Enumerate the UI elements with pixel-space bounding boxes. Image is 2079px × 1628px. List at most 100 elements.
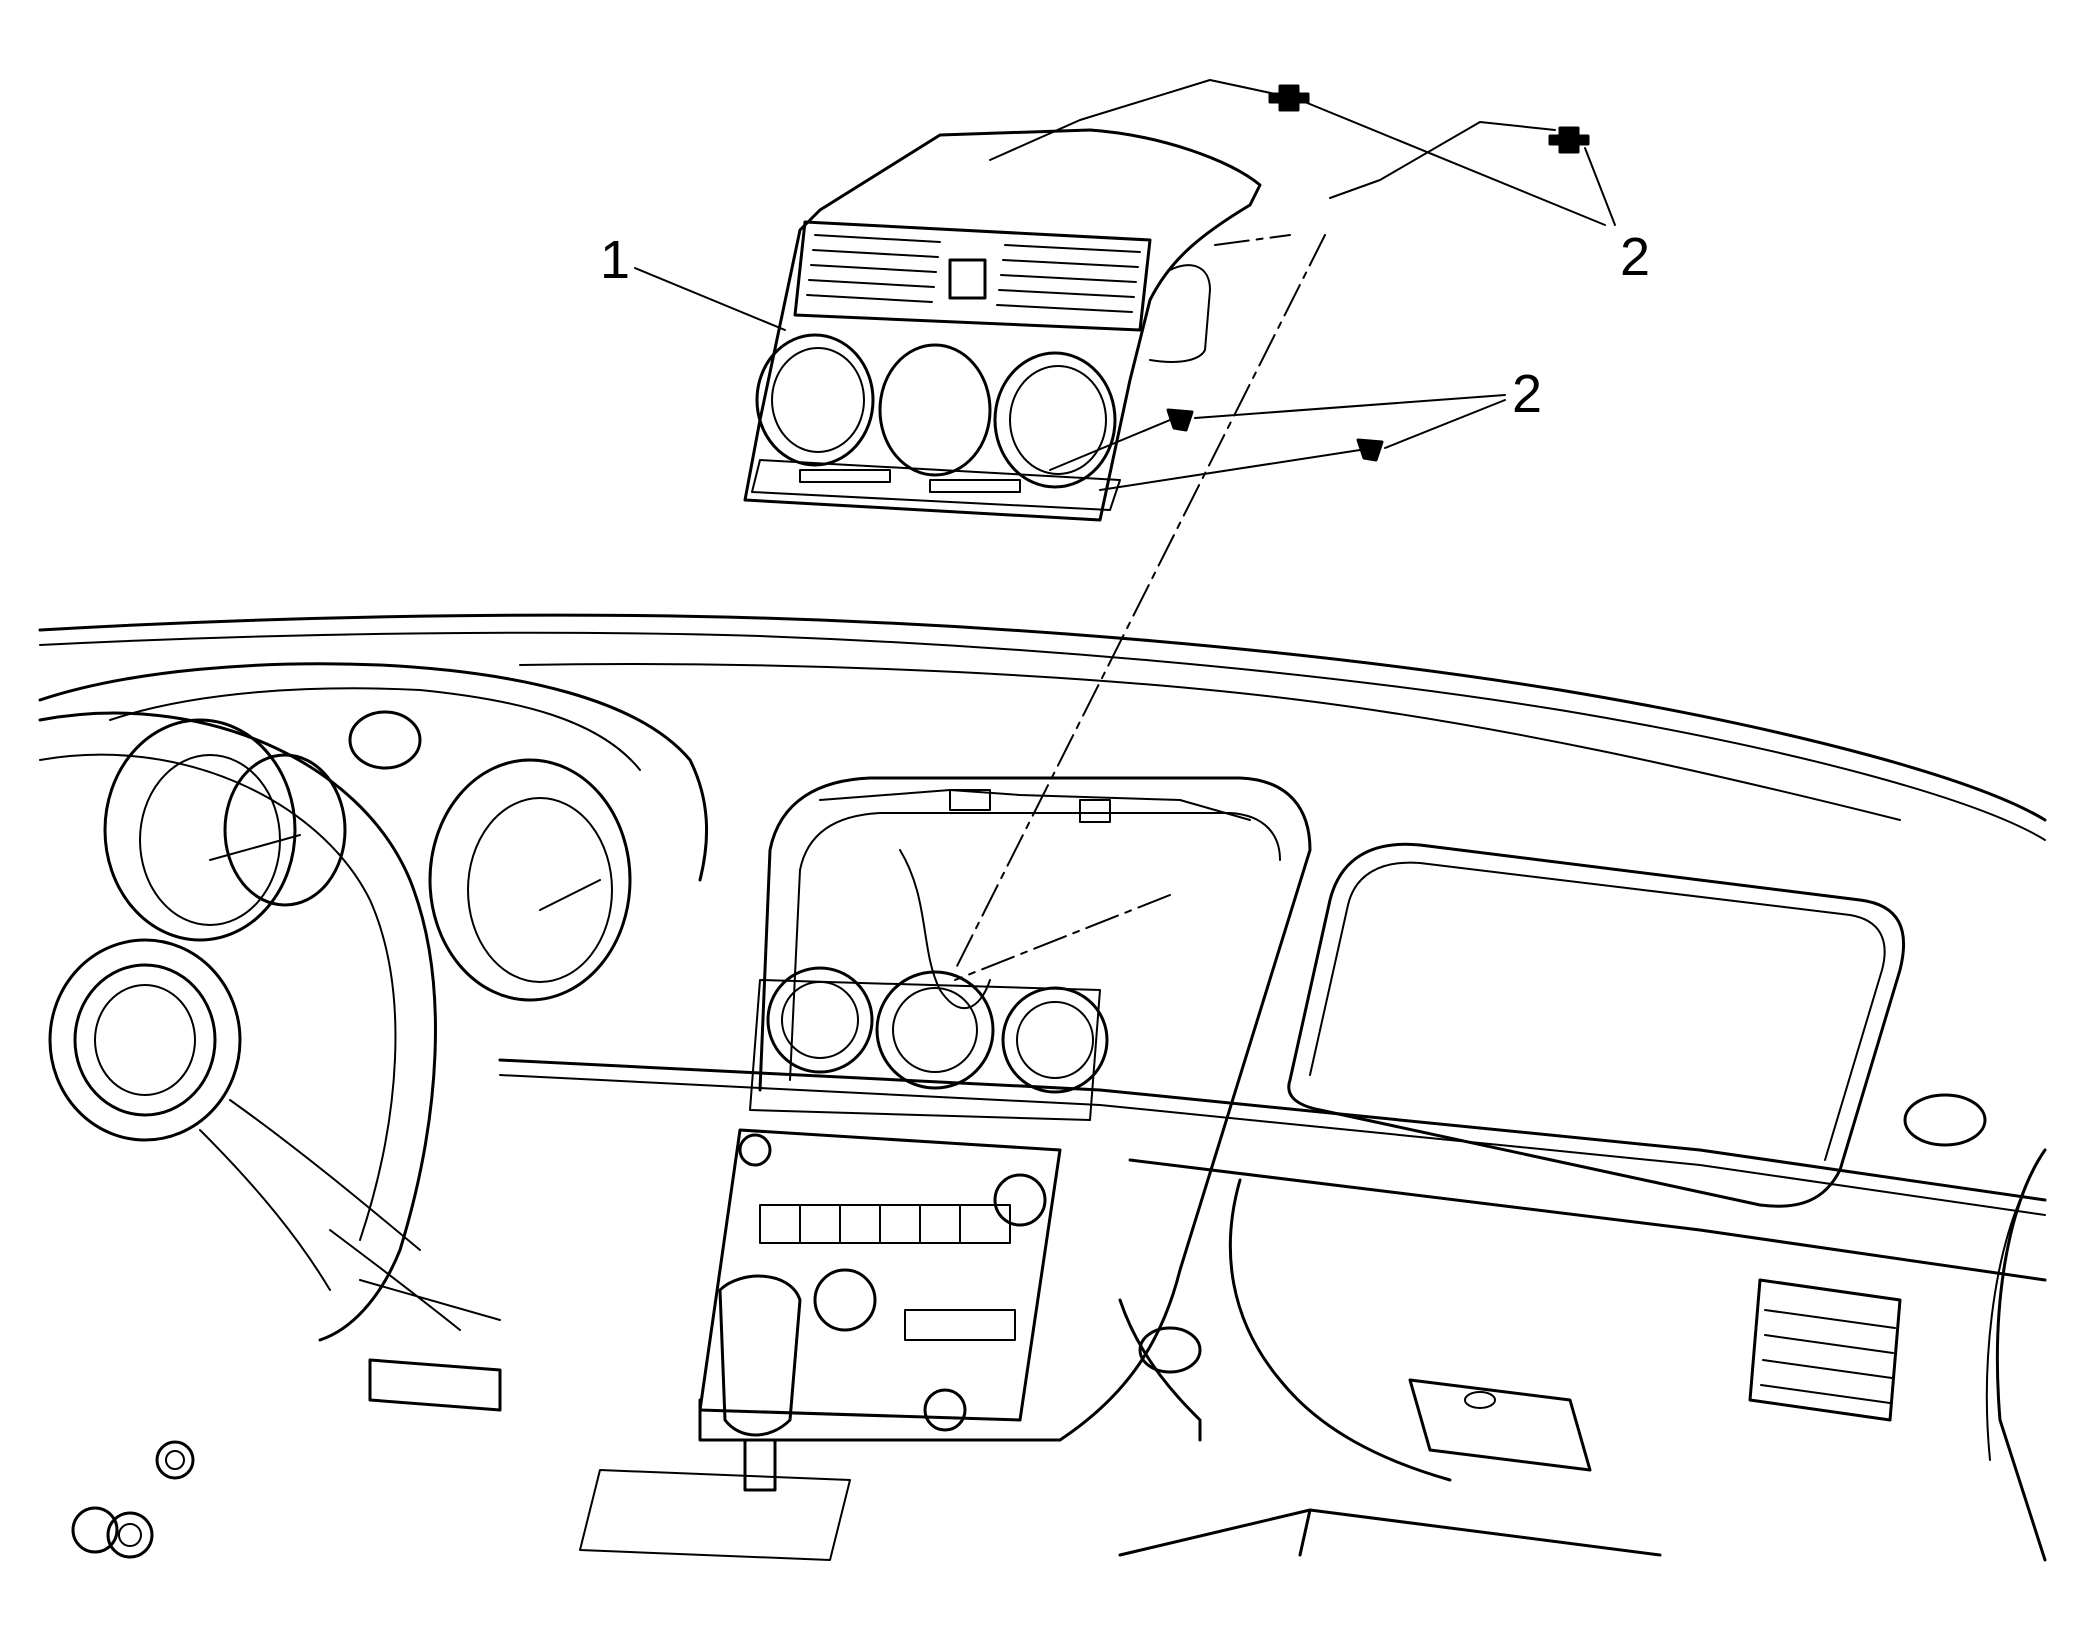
opening-clip-left [949, 789, 991, 811]
gauge-needle-left [209, 834, 301, 861]
gauge-right [428, 758, 632, 1002]
passenger-airbag-door [1287, 842, 1906, 1208]
radio-button-row [759, 1204, 1011, 1244]
leader-side-callout-b [1384, 399, 1506, 449]
dash-lower-curve [1228, 1178, 1452, 1482]
cluster-hood-inner [109, 687, 641, 771]
center-opening-top [819, 789, 1251, 821]
dash-top-edge [38, 613, 2047, 822]
center-stack-bezel-inner [789, 812, 1281, 1081]
left-floor-pedals [368, 1358, 502, 1412]
radio-button-bottom-row [904, 1309, 1016, 1341]
passenger-airbag-door-inner [1309, 861, 1886, 1161]
shifter-shaft [743, 1438, 777, 1492]
right-vent-slat-4 [1760, 1384, 1891, 1404]
leader-side-a [1049, 419, 1171, 471]
leader-lines [634, 79, 1616, 981]
right-vent-slat-2 [1764, 1334, 1894, 1354]
radio-tune-knob [923, 1388, 967, 1432]
instrument-panel [38, 613, 2047, 1562]
steering-wheel-rim [38, 711, 437, 1342]
right-side-vent [1748, 1278, 1902, 1422]
fasteners [1166, 84, 1590, 462]
radio-knob-left [738, 1133, 772, 1167]
radio-bezel [698, 1128, 1062, 1422]
screw-fastener-side-2 [1356, 438, 1384, 462]
bezel-lower-strip [751, 459, 1121, 511]
hvac-knob-center [875, 970, 995, 1090]
steering-column [329, 1229, 501, 1331]
bezel-top-hood [743, 128, 1262, 522]
steering-hub-mid [73, 963, 217, 1117]
dash-lower-seam [1128, 1158, 2047, 1282]
hvac-controls [749, 966, 1109, 1121]
screw-fastener-side-1 [1166, 408, 1194, 432]
loose-fastener-1 [155, 1440, 195, 1480]
clip-fastener-top-1 [1268, 84, 1310, 112]
loose-fastener-1-inner [165, 1450, 185, 1470]
bezel-label-right [929, 479, 1021, 493]
right-vent-slat-1 [1764, 1309, 1896, 1329]
hvac-knob-right [1001, 986, 1109, 1094]
bezel-vent-left-slats [806, 234, 941, 303]
knee-bolster [1118, 1298, 1202, 1442]
alignment-line-1 [954, 234, 1326, 971]
right-defrost-vent [1903, 1093, 1987, 1147]
leader-top-b [1329, 121, 1556, 199]
clip-fastener-top-2 [1548, 126, 1590, 154]
gauge-center [223, 753, 347, 907]
alignment-line-3 [1214, 234, 1291, 246]
cluster-hood [38, 662, 709, 882]
callout-part-1: 1 [600, 230, 630, 290]
part-1-center-bezel [743, 128, 1262, 522]
dash-defroster-line [519, 663, 1901, 821]
dash-top-edge-inner [39, 631, 2046, 841]
hazard-switch [948, 258, 987, 300]
dash-mid-seam-2 [499, 1074, 2046, 1216]
steering-hub-outer [48, 938, 242, 1142]
leader-top-callout-b [1584, 147, 1616, 226]
lower-floor-line-2 [1298, 1508, 1312, 1557]
steering-spoke [199, 1099, 421, 1291]
hvac-knob-left [766, 966, 874, 1074]
bezel-label-left [799, 469, 891, 483]
right-vent-slat-3 [1762, 1359, 1893, 1379]
leader-top-callout-a [1299, 99, 1606, 226]
bezel-opening-left-inner [771, 347, 865, 453]
bezel-vent-right-slats [996, 244, 1141, 313]
leader-part-1 [634, 267, 786, 331]
callout-fastener-side: 2 [1512, 364, 1542, 424]
radio-head-unit [698, 1128, 1062, 1432]
bezel-opening-left [755, 333, 875, 467]
loose-fastener-2 [71, 1506, 119, 1554]
gear-shifter [579, 1274, 851, 1561]
bezel-opening-right-inner [1009, 365, 1107, 475]
radio-knob-right [993, 1173, 1047, 1227]
steering-wheel-rim-inner [39, 753, 397, 1241]
bezel-side-flange [1149, 264, 1211, 363]
opening-clip-right [1079, 799, 1111, 823]
shifter-console [579, 1469, 851, 1561]
radio-volume-knob [813, 1268, 877, 1332]
callout-fastener-top: 2 [1620, 227, 1650, 287]
glovebox-handle [1408, 1378, 1592, 1472]
bezel-vent-panel [793, 220, 1152, 332]
gauge-left [103, 718, 297, 942]
hvac-panel-frame [749, 979, 1101, 1121]
alignment-line-2 [954, 894, 1171, 981]
shifter-knob [718, 1274, 802, 1437]
center-stack-bezel-outer [698, 776, 1312, 1442]
gauge-small-top [348, 710, 422, 770]
loose-fastener-3 [106, 1511, 154, 1559]
dash-right-edge-inner [1985, 1199, 2021, 1461]
lower-floor-line [1118, 1508, 1662, 1557]
leader-top-a [989, 79, 1281, 161]
dash-mid-seam [498, 1058, 2047, 1202]
lower-fastener-round [1138, 1326, 1202, 1374]
gauge-needle-right [539, 879, 601, 911]
leader-side-b [1099, 449, 1361, 491]
steering-hub-inner [94, 984, 196, 1096]
hvac-knob-right-inner [1016, 1001, 1094, 1079]
bezel-opening-right [993, 351, 1117, 489]
